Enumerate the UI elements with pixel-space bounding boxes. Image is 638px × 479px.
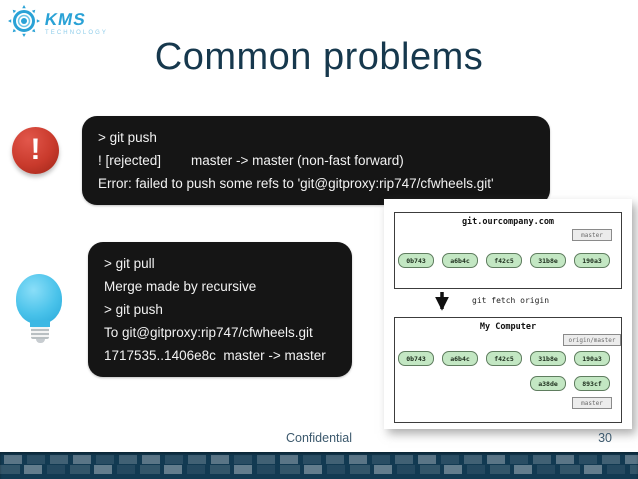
commit-node: a6b4c xyxy=(442,253,478,268)
lightbulb-neck xyxy=(30,320,50,327)
server-repo-box xyxy=(394,212,622,289)
git-fetch-diagram: git.ourcompany.com master 0b743 a6b4c f4… xyxy=(384,199,632,429)
solution-line: > git push xyxy=(104,302,163,317)
commit-node: 31b8e xyxy=(530,253,566,268)
solution-line: To git@gitproxy:rip747/cfwheels.git xyxy=(104,325,313,340)
confidential-label: Confidential xyxy=(285,431,352,445)
solution-line: 1717535..1406e8c master -> master xyxy=(104,348,326,363)
origin-master-label: origin/master xyxy=(563,334,621,346)
git-fetch-label: git fetch origin xyxy=(472,296,550,305)
alert-icon: ! xyxy=(12,127,59,174)
alert-glyph: ! xyxy=(30,132,41,166)
page-number: 30 xyxy=(598,431,612,445)
lightbulb-base xyxy=(31,327,49,339)
error-line: > git push xyxy=(98,130,157,145)
logo-name: KMS xyxy=(43,10,88,29)
commit-node: f42c5 xyxy=(486,351,522,366)
local-repo-title: My Computer xyxy=(479,322,537,332)
server-master-label: master xyxy=(572,229,612,241)
server-repo-title: git.ourcompany.com xyxy=(461,217,555,227)
commit-node: a38de xyxy=(530,376,566,391)
lightbulb-tip xyxy=(35,339,45,343)
lightbulb-glass xyxy=(16,274,62,324)
error-line: ! [rejected] master -> master (non-fast … xyxy=(98,153,404,168)
solution-line: Merge made by recursive xyxy=(104,279,257,294)
git-push-error-box: > git push ! [rejected] master -> master… xyxy=(82,116,550,205)
commit-node: 31b8e xyxy=(530,351,566,366)
mosaic-footer-strip xyxy=(0,452,638,479)
commit-node: 190a3 xyxy=(574,351,610,366)
kms-gear-icon xyxy=(8,5,40,42)
commit-node: a6b4c xyxy=(442,351,478,366)
solution-line: > git pull xyxy=(104,256,155,271)
commit-node: 0b743 xyxy=(398,351,434,366)
commit-node: f42c5 xyxy=(486,253,522,268)
lightbulb-icon xyxy=(16,274,64,358)
git-pull-solution-box: > git pull Merge made by recursive > git… xyxy=(88,242,352,377)
kms-logo: KMS TECHNOLOGY xyxy=(8,5,108,42)
commit-node: 893cf xyxy=(574,376,610,391)
commit-node: 190a3 xyxy=(574,253,610,268)
page-title: Common problems xyxy=(154,36,484,78)
local-master-label: master xyxy=(572,397,612,409)
error-line: Error: failed to push some refs to 'git@… xyxy=(98,176,494,191)
logo-tagline: TECHNOLOGY xyxy=(45,30,109,36)
commit-node: 0b743 xyxy=(398,253,434,268)
